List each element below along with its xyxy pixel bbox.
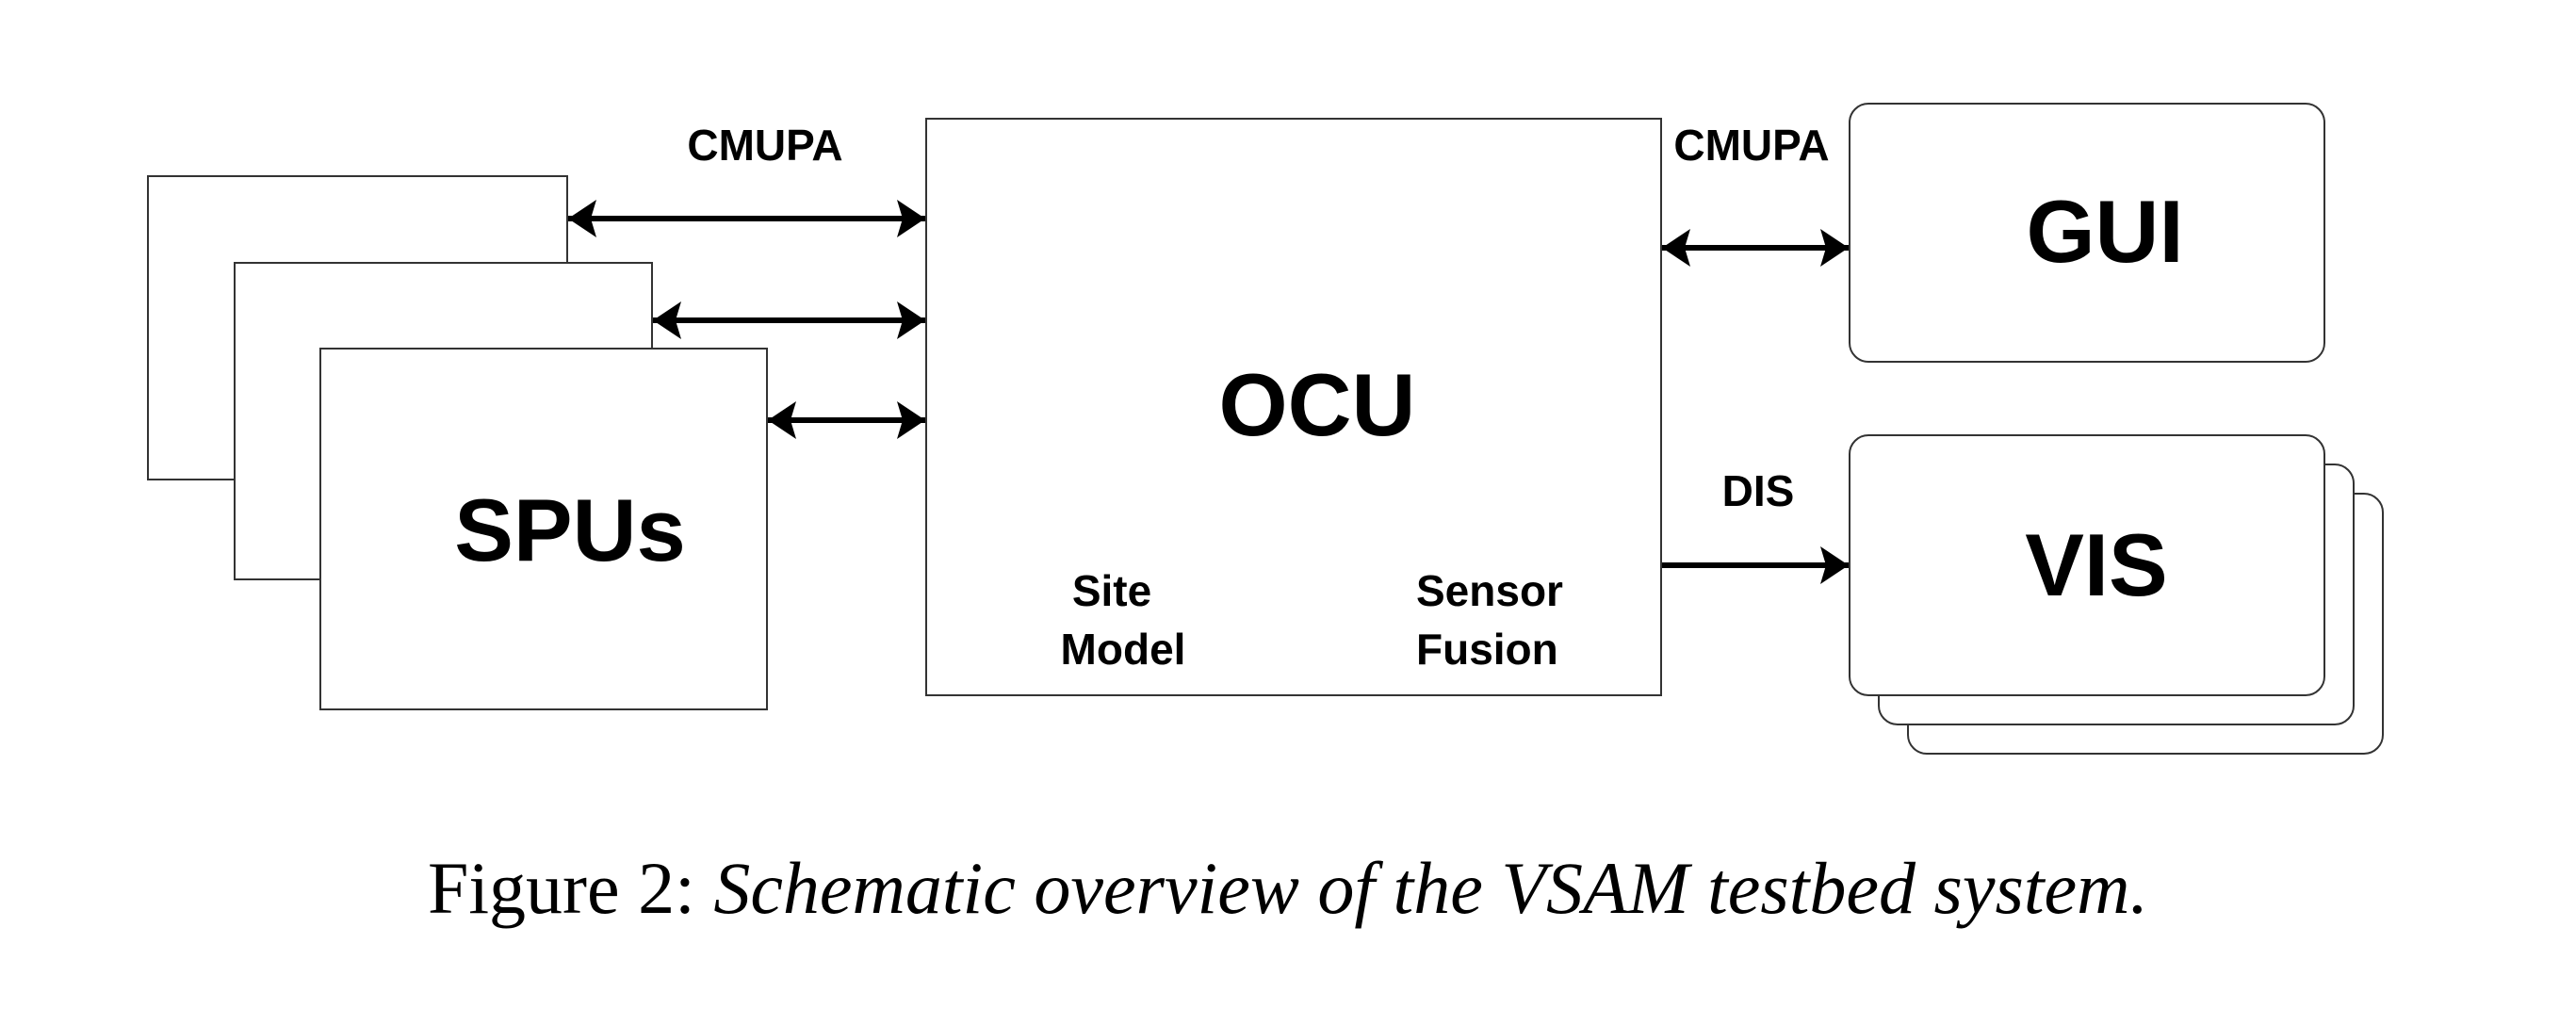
caption-prefix: Figure 2: [427,847,714,929]
site-label: Site [1072,566,1151,615]
ocu-label: OCU [1219,355,1416,454]
dis-label: DIS [1722,466,1795,515]
gui-label: GUI [2026,182,2183,281]
ocu-box [925,118,1662,696]
cmupa-label-left: CMUPA [687,121,842,170]
sensor-label: Sensor [1416,566,1563,615]
model-label: Model [1061,625,1186,674]
caption-text: Schematic overview of the VSAM testbed s… [713,847,2148,929]
vis-box-front [1849,434,2325,696]
spus-label: SPUs [454,480,686,579]
gui-box [1849,103,2325,363]
fusion-label: Fusion [1416,625,1558,674]
vis-label: VIS [2025,515,2168,614]
spu-box-front [319,348,768,710]
cmupa-label-right: CMUPA [1673,121,1829,170]
figure-caption: Figure 2: Schematic overview of the VSAM… [0,846,2576,931]
